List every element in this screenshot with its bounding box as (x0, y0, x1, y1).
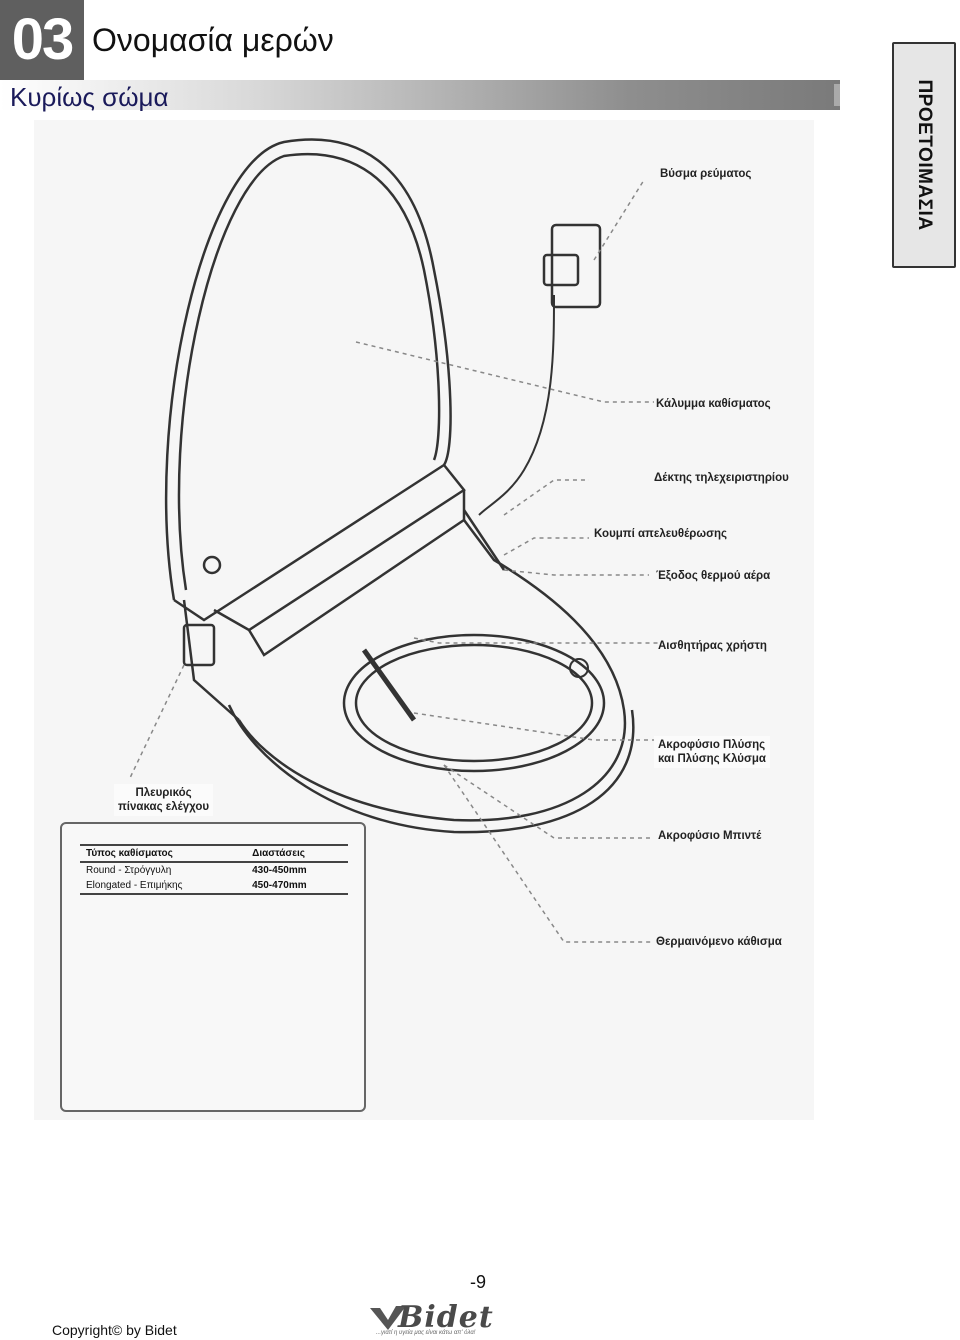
label-wash-nozzle: Ακροφύσιο Πλύσης και Πλύσης Κλύσμα (654, 736, 770, 768)
label-warm-air-outlet: Έξοδος θερμού αέρα (656, 570, 771, 582)
table-row: Round - Στρόγγυλη 430-450mm (80, 862, 348, 878)
label-side-panel-line1: Πλευρικός (135, 787, 192, 799)
label-seat-cover: Κάλυμμα καθίσματος (656, 398, 771, 410)
copyright-text: Copyright© by Bidet (52, 1322, 177, 1338)
table-cell-type: Elongated - Επιμήκης (80, 878, 247, 895)
label-wash-nozzle-line1: Ακροφύσιο Πλύσης (658, 739, 766, 751)
logo-text: Bidet (398, 1300, 494, 1335)
table-header-dims: Διαστάσεις (246, 844, 348, 863)
table-cell-dims: 430-450mm (252, 865, 307, 876)
label-power-plug: Βύσμα ρεύματος (660, 168, 752, 180)
label-bidet-nozzle: Ακροφύσιο Μπιντέ (658, 830, 762, 842)
logo-swoosh-icon (370, 1306, 406, 1330)
dimensions-panel: Τύπος καθίσματος Διαστάσεις Round - Στρό… (60, 822, 366, 1112)
table-cell-type: Round - Στρόγγυλη (86, 865, 172, 876)
page-subtitle: Κυρίως σώμα (10, 82, 169, 112)
subtitle-bar (0, 80, 840, 110)
side-tab-label: ΠΡΟΕΤΟΙΜΑΣΙΑ (914, 79, 935, 231)
label-side-panel: Πλευρικός πίνακας ελέγχου (114, 784, 214, 816)
section-number: 03 (0, 0, 84, 80)
table-row: Elongated - Επιμήκης 450-470mm (80, 878, 348, 895)
label-user-sensor: Αισθητήρας χρήστη (658, 640, 767, 652)
label-side-panel-line2: πίνακας ελέγχου (118, 801, 210, 813)
page-title: Ονομασία μερών (92, 22, 334, 58)
page-number: -9 (470, 1272, 487, 1292)
label-wash-nozzle-line2: και Πλύσης Κλύσμα (658, 753, 766, 765)
label-remote-receiver: Δέκτης τηλεχειριστηρίου (654, 472, 789, 484)
label-heated-seat: Θερμαινόμενο κάθισμα (656, 936, 782, 948)
logo-tagline: ...γιατί η υγεία μας είναι κάτω απ' όλα! (376, 1330, 476, 1336)
side-tab: ΠΡΟΕΤΟΙΜΑΣΙΑ (892, 42, 956, 268)
toilet-seat-illustration (85, 138, 659, 1111)
table-cell-dims: 450-470mm (246, 878, 348, 895)
label-release-button: Κουμπί απελευθέρωσης (594, 528, 727, 540)
bidet-logo: Bidet ...γιατί η υγεία μας είναι κάτω απ… (368, 1300, 548, 1338)
dimensions-table: Τύπος καθίσματος Διαστάσεις Round - Στρό… (80, 844, 348, 895)
table-header-type: Τύπος καθίσματος (80, 844, 247, 863)
